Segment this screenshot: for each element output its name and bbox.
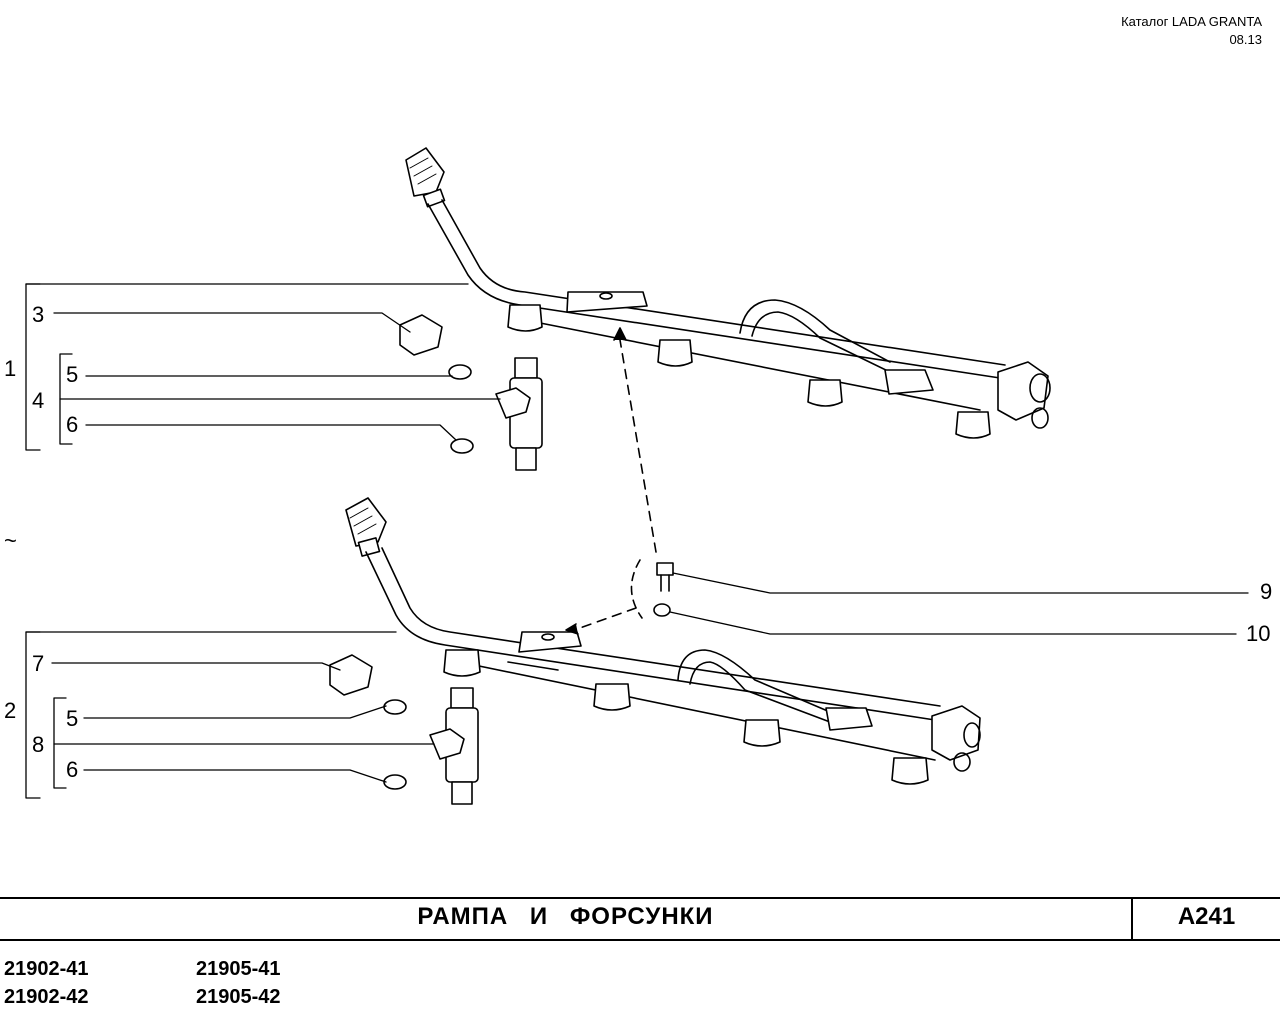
- callout-4: 4: [32, 388, 45, 413]
- callout-10: 10: [1246, 621, 1271, 646]
- callout-6-lower: 6: [66, 757, 79, 782]
- bolt-and-washer: [630, 559, 674, 619]
- callout-8: 8: [32, 732, 45, 757]
- lower-injector-parts: [329, 654, 479, 805]
- arrow-to-lower-bracket: [579, 607, 637, 629]
- model-code: 21905-41: [196, 958, 281, 980]
- callout-tilde: ~: [4, 528, 17, 553]
- callout-1: 1: [4, 356, 17, 381]
- callout-3: 3: [32, 302, 45, 327]
- callout-7: 7: [32, 651, 45, 676]
- callout-9: 9: [1260, 579, 1273, 604]
- upper-injector-parts: [399, 314, 543, 471]
- callout-2: 2: [4, 698, 17, 723]
- footer-separator: [1131, 897, 1133, 941]
- catalog-title: Каталог LADA GRANTA: [1121, 14, 1262, 29]
- upper-fuel-rail: [405, 147, 1051, 439]
- model-code: 21905-42: [196, 986, 281, 1008]
- model-code: 21902-42: [4, 986, 89, 1008]
- footer-bottom-rule: [0, 939, 1280, 941]
- footer-top-rule: [0, 897, 1280, 899]
- callout-6-upper: 6: [66, 412, 79, 437]
- lower-fuel-rail: [345, 497, 981, 785]
- page-title: РАМПА И ФОРСУНКИ: [417, 903, 714, 930]
- catalog-date: 08.13: [1229, 32, 1262, 47]
- page-code: A241: [1177, 903, 1236, 930]
- callout-5-upper: 5: [66, 362, 79, 387]
- callout-5-lower: 5: [66, 706, 79, 731]
- model-code: 21902-41: [4, 958, 89, 980]
- arrow-to-upper-bracket: [619, 339, 657, 553]
